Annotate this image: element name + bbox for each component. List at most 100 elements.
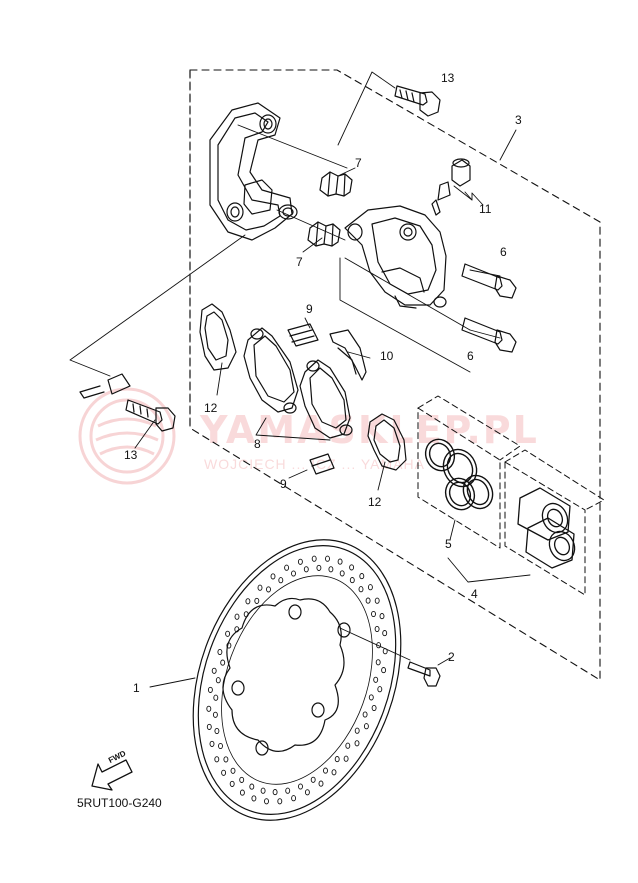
brake-pad-inner [299,359,353,439]
diagram-code: 5RUT100-G240 [77,796,162,810]
disc-hole [229,780,235,787]
disc-hole [234,626,240,633]
disc-hole [214,756,220,763]
disc-hole [291,570,296,577]
callout-7-upper: 7 [355,156,362,170]
disc-hole [368,694,374,701]
piston-seals [424,438,494,511]
disc-hole [375,659,381,666]
disc-hole [376,642,382,649]
disc-hole [311,555,317,562]
disc-hole [291,795,297,802]
disc-hole [358,586,364,593]
callout-7-lower: 7 [296,255,303,269]
pistons [517,487,576,569]
callout-6-upper: 6 [500,245,507,259]
disc-hole [343,755,349,762]
callout-1: 1 [133,681,140,695]
fwd-arrow [91,759,133,791]
watermark-subtext: WOJCIECH ... ICZ ... YAMAHA [204,456,425,472]
disc-hole [345,742,351,749]
disc-hole [251,795,257,802]
disc-hole [218,742,223,750]
disc-hole [266,586,271,593]
disc-hole [234,613,240,620]
disc-hole [245,598,251,605]
disc-hole [303,566,309,573]
disc-hole [221,769,227,776]
disc-hole [254,597,260,604]
disc-hole [382,630,388,637]
disc-bolt [407,661,441,687]
disc-hole [349,564,355,571]
disc-hole [260,787,266,794]
callout-12-right: 12 [368,495,382,509]
disc-hole [349,577,355,584]
disc-hole [323,767,328,774]
disc-hole [223,756,229,763]
callout-9-lower: 9 [280,477,287,491]
disc-hole [325,555,330,562]
disc-hole [270,573,276,580]
disc-hole [213,694,219,701]
disc-hole [215,677,221,684]
callout-5: 5 [445,537,452,551]
brake-disc-holes [206,555,388,805]
disc-hole [337,558,343,565]
callout-11: 11 [479,202,492,216]
disc-hole [257,584,263,591]
disc-hole [339,570,345,577]
callout-10: 10 [380,349,394,363]
disc-hole [365,597,371,604]
pin-boot-lower [307,221,341,247]
disc-hole [354,727,360,734]
pad-shim-lower [309,453,335,475]
callout-4: 4 [471,587,478,601]
disc-hole [373,676,379,683]
disc-hole [239,789,245,796]
disc-hole [374,625,380,633]
disc-hole [310,776,316,783]
disc-hole [304,789,310,796]
disc-hole [362,711,368,718]
pad-insulator-left [199,303,237,371]
disc-hole [354,740,360,747]
caliper-bracket [209,102,298,241]
disc-hole [226,642,232,649]
callout-13-left: 13 [124,448,138,462]
disc-hole [206,723,212,730]
disc-hole [331,769,337,776]
pin-boot-upper [319,171,353,197]
disc-hole [272,789,278,796]
caliper-bolt-lower [461,317,517,353]
disc-hole [217,648,223,656]
disc-hole [316,564,322,571]
disc-hole [277,798,283,805]
pad-insulator-right [367,413,407,471]
callout-13-top: 13 [441,71,455,85]
pad-shim-upper [287,323,319,347]
disc-hole [239,776,245,783]
disc-hole [379,613,385,620]
assembly-boundary [189,69,601,681]
disc-hole [363,723,369,730]
caliper-body [344,205,447,309]
callout-9-upper: 9 [306,302,313,316]
callout-12-left: 12 [204,401,218,415]
disc-hole [298,783,303,790]
disc-hole [209,740,215,747]
disc-hole [220,659,226,666]
bleed-screw [431,158,471,216]
brake-pad-outer [243,327,299,414]
disc-hole [264,798,269,805]
disc-hole [318,780,324,787]
disc-hole [285,787,291,794]
disc-hole [367,584,373,591]
callout-3: 3 [515,113,522,127]
disc-hole [374,597,380,604]
disc-hole [249,783,255,790]
disc-hole [212,711,218,718]
